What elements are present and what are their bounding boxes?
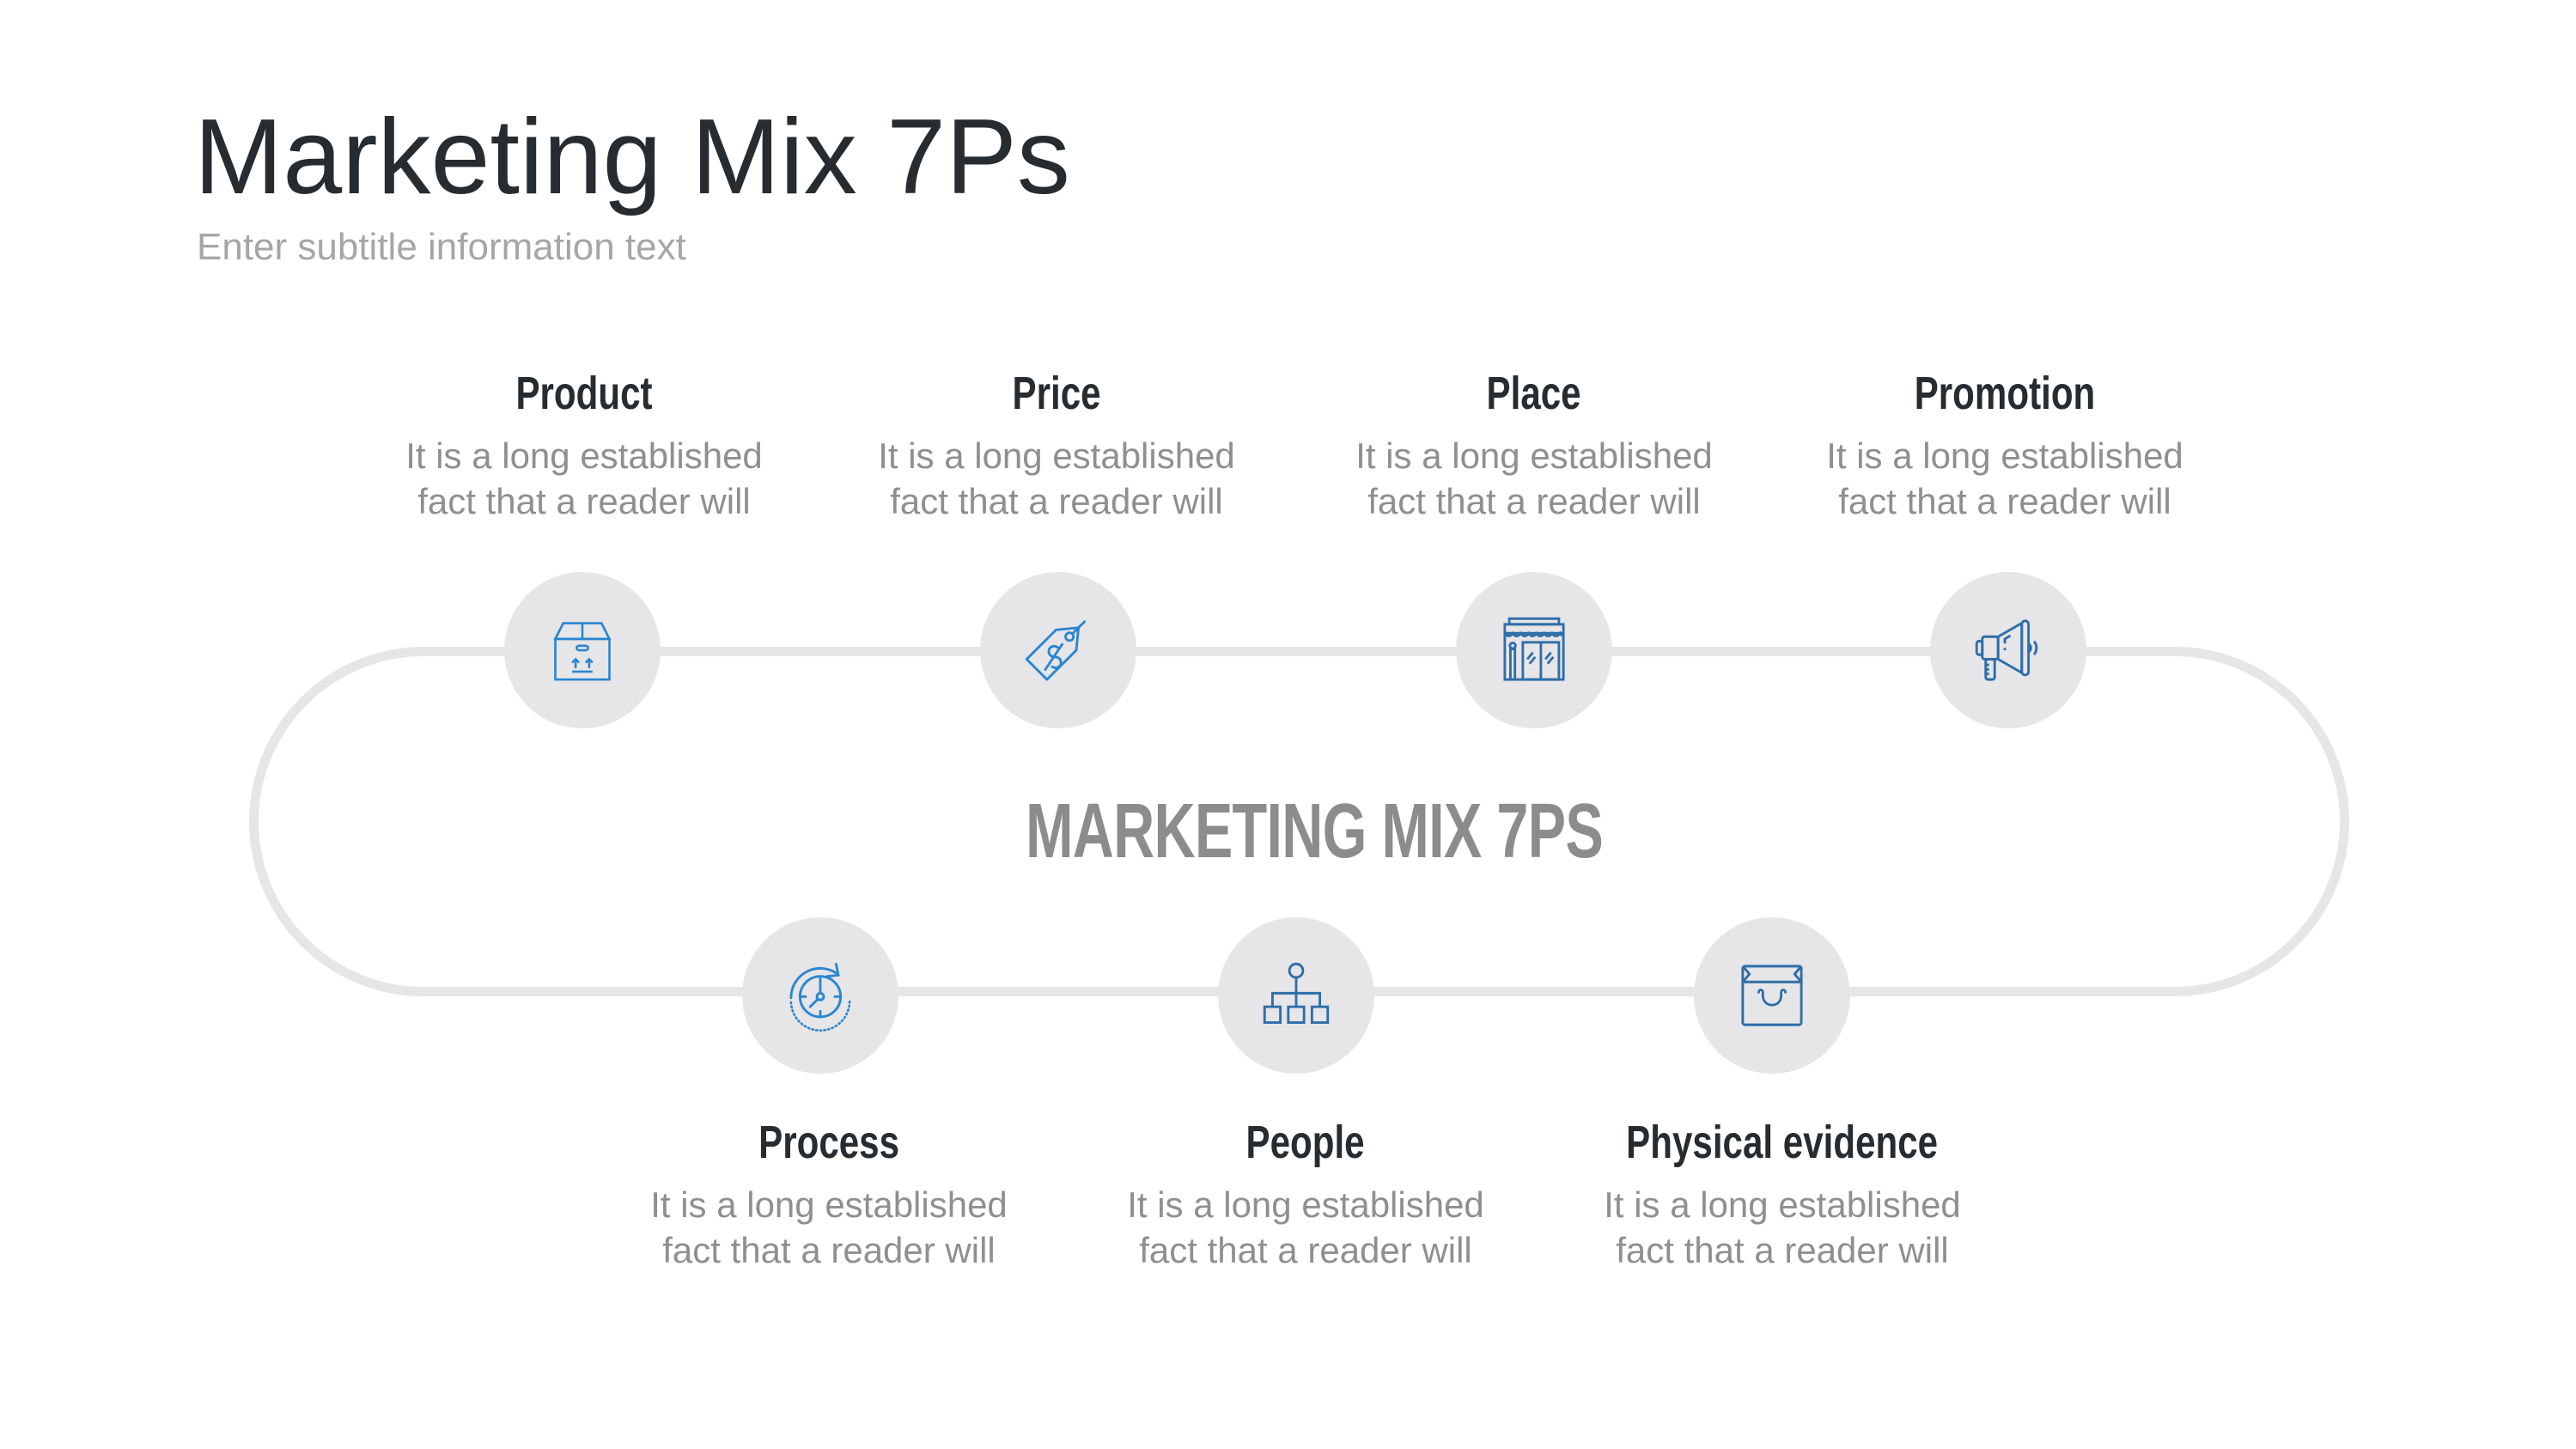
megaphone-icon bbox=[1975, 619, 2038, 681]
node-promotion[interactable] bbox=[1930, 572, 2086, 728]
node-place[interactable] bbox=[1456, 572, 1612, 728]
node-price[interactable] bbox=[980, 572, 1136, 728]
center-label: MARKETING MIX 7PS bbox=[859, 788, 1769, 874]
node-people-text: People It is a long established fact tha… bbox=[1082, 1117, 1529, 1273]
node-description: It is a long established fact that a rea… bbox=[1604, 1184, 1961, 1270]
node-heading: People bbox=[1245, 1117, 1366, 1168]
node-description: It is a long established fact that a rea… bbox=[1127, 1184, 1484, 1270]
center-label-text: MARKETING MIX 7PS bbox=[1026, 788, 1604, 874]
node-heading: Physical evidence bbox=[1626, 1117, 1939, 1168]
node-description: It is a long established fact that a rea… bbox=[1826, 435, 2183, 521]
node-people[interactable] bbox=[1218, 917, 1374, 1074]
node-product[interactable] bbox=[504, 572, 661, 728]
org-chart-icon bbox=[1263, 962, 1330, 1024]
node-place-text: Place It is a long established fact that… bbox=[1311, 368, 1757, 524]
shopping-bag-icon bbox=[1741, 965, 1803, 1026]
node-description: It is a long established fact that a rea… bbox=[878, 435, 1235, 521]
node-price-text: Price It is a long established fact that… bbox=[833, 368, 1280, 524]
node-physical-evidence[interactable] bbox=[1694, 917, 1850, 1074]
box-icon bbox=[553, 622, 612, 681]
node-promotion-text: Promotion It is a long established fact … bbox=[1781, 368, 2228, 524]
node-heading: Promotion bbox=[1914, 368, 2096, 419]
node-process[interactable] bbox=[742, 917, 898, 1074]
node-heading: Place bbox=[1486, 368, 1582, 419]
clock-cycle-icon bbox=[789, 962, 851, 1032]
node-physical-evidence-text: Physical evidence It is a long establish… bbox=[1559, 1117, 2006, 1273]
node-heading: Price bbox=[1012, 368, 1101, 419]
price-tag-icon bbox=[1025, 619, 1087, 681]
node-process-text: Process It is a long established fact th… bbox=[606, 1117, 1052, 1273]
node-description: It is a long established fact that a rea… bbox=[650, 1184, 1008, 1270]
node-heading: Product bbox=[515, 368, 653, 419]
slide-title: Marketing Mix 7Ps bbox=[194, 98, 1070, 216]
node-description: It is a long established fact that a rea… bbox=[405, 435, 763, 521]
node-heading: Process bbox=[758, 1117, 899, 1168]
slide-subtitle: Enter subtitle information text bbox=[197, 226, 686, 268]
node-description: It is a long established fact that a rea… bbox=[1355, 435, 1713, 521]
node-product-text: Product It is a long established fact th… bbox=[361, 368, 807, 524]
store-icon bbox=[1503, 617, 1565, 681]
